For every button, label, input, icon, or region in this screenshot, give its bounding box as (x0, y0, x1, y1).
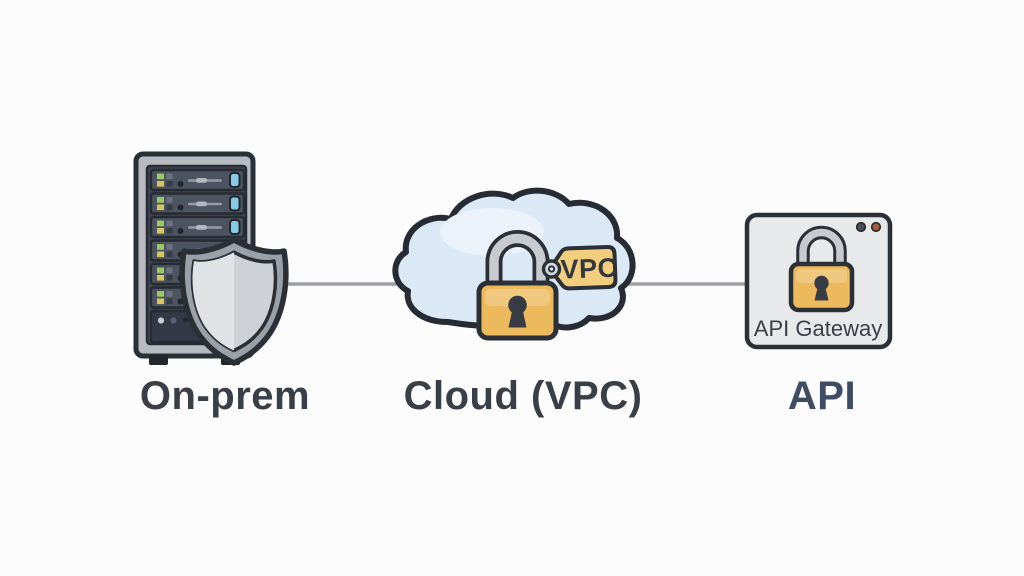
keyhole-slot (508, 309, 527, 328)
server-indicator-light (170, 317, 177, 324)
shield-highlight (192, 252, 234, 351)
security-shield-icon (179, 237, 289, 366)
window-dot-red (870, 221, 882, 233)
cloud-label: Cloud (VPC) (404, 374, 643, 418)
tag-shape (548, 245, 618, 291)
vpc-tag-label: VPC (560, 253, 618, 285)
tag-ring-hole (547, 265, 556, 273)
vpc-tag: VPC (541, 245, 618, 291)
server-indicator-light (157, 317, 165, 324)
server-bay (151, 217, 244, 237)
api-label: API (788, 374, 856, 418)
keyhole-slot (814, 286, 829, 301)
server-foot (149, 355, 168, 365)
server-bay (151, 194, 244, 214)
api-padlock-icon (788, 225, 855, 313)
onprem-label: On-prem (140, 374, 310, 418)
padlock-shackle (489, 233, 546, 285)
api-gateway-box: API Gateway (744, 212, 893, 350)
api-gateway-box-label: API Gateway (754, 316, 882, 341)
server-indicator-light (182, 317, 189, 323)
cloud-padlock-icon: VPC (476, 230, 618, 341)
window-dot-dark (855, 221, 867, 233)
server-bay (151, 170, 244, 190)
padlock-shackle (799, 228, 844, 266)
